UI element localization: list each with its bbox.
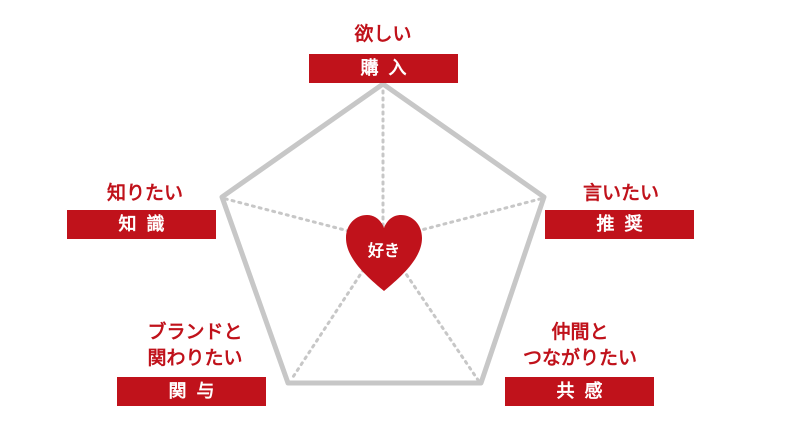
caption-lower-left-line2: 関わりたい	[147, 347, 243, 369]
caption-upper-right: 言いたい	[582, 182, 659, 204]
pentagon-outline	[219, 81, 547, 386]
caption-lower-right-line2: つながりたい	[522, 347, 637, 369]
heart-icon	[346, 215, 422, 291]
box-upper-left: 知識	[67, 210, 216, 239]
caption-lower-right-line1: 仲間と	[551, 321, 609, 343]
caption-top: 欲しい	[354, 23, 412, 45]
caption-upper-left: 知りたい	[106, 182, 183, 204]
box-lower-right: 共感	[505, 377, 654, 406]
box-top: 購入	[309, 54, 458, 83]
box-lower-left: 関与	[117, 377, 266, 406]
center-label: 好き	[367, 241, 400, 260]
box-upper-right: 推奨	[545, 210, 694, 239]
caption-lower-left-line1: ブランドと	[147, 321, 243, 343]
